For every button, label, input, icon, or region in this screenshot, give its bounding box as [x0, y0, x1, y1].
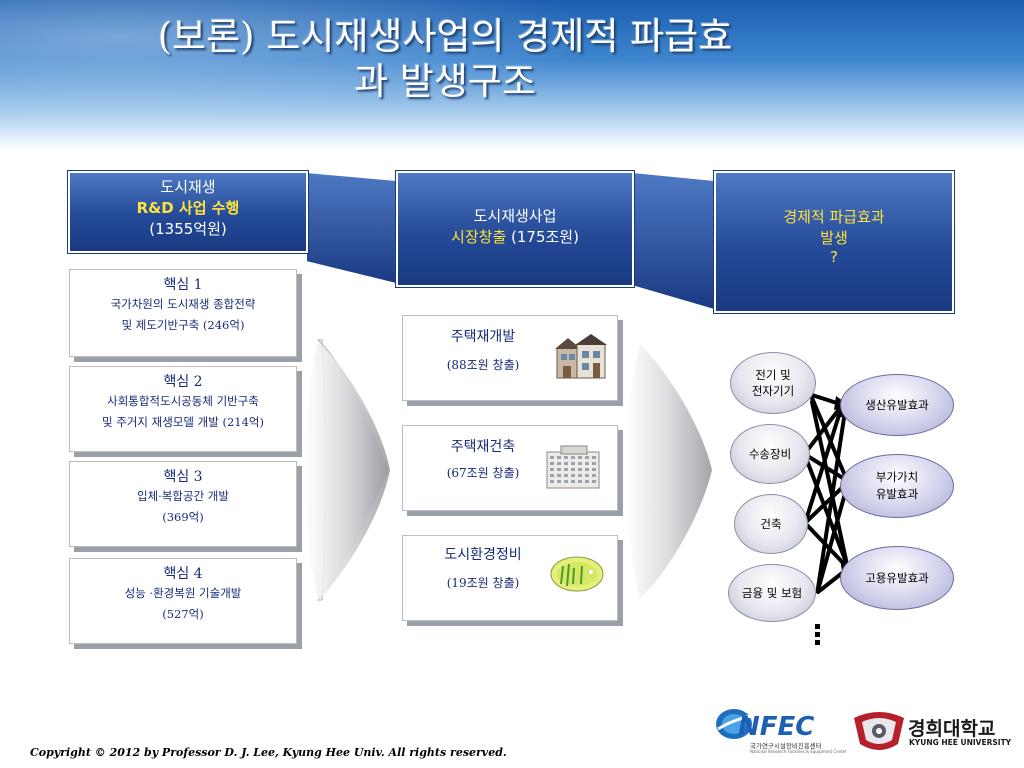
core-title: 핵심 2	[163, 374, 203, 390]
core-box-2: 핵심 2 사회통합적도시공동체 기반구축 및 주거지 재생모델 개발 (214억…	[69, 366, 297, 452]
rnd-box-line1: 도시재생	[160, 178, 216, 196]
core-title: 핵심 4	[163, 566, 203, 582]
page-title: (보론) 도시재생사업의 경제적 파급효 과 발생구조	[20, 14, 870, 104]
core-desc-line2: (527억)	[162, 607, 204, 621]
industry-construction: 건축	[734, 494, 808, 554]
industry-label-line1: 전기 및	[755, 368, 791, 382]
effect-box: 경제적 파급효과 발생 ?	[714, 171, 954, 313]
market-item-title: 주택재개발	[450, 329, 516, 345]
core-desc-line1: 성능 ·환경복원 기술개발	[124, 586, 242, 600]
nfec-logo-text: NFEC	[738, 712, 814, 741]
apartment-icon	[546, 445, 600, 489]
industry-label-line2: 전자기기	[751, 384, 795, 398]
market-item-value: (67조원 창출)	[446, 466, 520, 480]
nfec-logo-subtitle-en: National Research Facilities & Equipment…	[750, 749, 847, 754]
page-title-line1: (보론) 도시재생사업의 경제적 파급효	[157, 15, 733, 58]
copyright-text: Copyright © 2012 by Professor D. J. Lee,…	[30, 746, 507, 759]
market-box-value: (175조원)	[506, 228, 579, 246]
more-indicator-icon	[815, 624, 820, 648]
green-park-icon	[550, 556, 604, 592]
market-box-line1: 도시재생사업	[473, 207, 557, 225]
effect-label-line2: 유발효과	[875, 487, 919, 501]
market-item-value: (19조원 창출)	[446, 576, 520, 590]
market-item-3: 도시환경정비 (19조원 창출)	[402, 535, 618, 621]
industry-transport: 수송장비	[730, 424, 810, 484]
effect-box-line1: 경제적 파급효과	[783, 208, 885, 226]
core-title: 핵심 3	[163, 469, 203, 485]
khu-emblem-icon	[854, 712, 904, 750]
band-connector-1	[305, 170, 397, 286]
funnel-right-body	[626, 345, 712, 598]
funnel-left-body	[304, 342, 390, 600]
nfec-logo: NFEC 국가연구시설장비진흥센터 National Research Faci…	[714, 707, 847, 757]
effect-label-line1: 생산유발효과	[865, 397, 929, 412]
industry-label-line1: 수송장비	[748, 447, 792, 461]
core-box-1: 핵심 1 국가차원의 도시재생 종합전략 및 제도기반구축 (246억)	[69, 269, 297, 357]
industry-label-line1: 건축	[760, 517, 782, 531]
rnd-box: 도시재생 R&D 사업 수행 (1355억원)	[68, 171, 308, 253]
market-item-value: (88조원 창출)	[446, 358, 520, 372]
core-desc-line2: 및 제도기반구축 (246억)	[121, 318, 245, 332]
market-item-1: 주택재개발 (88조원 창출)	[402, 315, 618, 401]
effect-employment: 고용유발효과	[840, 546, 954, 610]
market-box: 도시재생사업 시장창출 (175조원)	[396, 171, 634, 287]
core-desc-line1: 입체·복합공간 개발	[137, 489, 229, 503]
market-item-title: 주택재건축	[450, 439, 516, 455]
market-box-line2: 시장창출 (175조원)	[398, 226, 632, 247]
effect-box-line3: ?	[830, 248, 838, 266]
nfec-logo-icon: NFEC	[716, 709, 814, 741]
market-item-title: 도시환경정비	[444, 547, 522, 563]
core-desc-line2: (369억)	[162, 510, 204, 524]
houses-icon	[555, 334, 607, 379]
cross-arrows	[804, 393, 848, 594]
core-desc-line1: 국가차원의 도시재생 종합전략	[110, 297, 256, 311]
core-desc-line1: 사회통합적도시공동체 기반구축	[107, 394, 259, 408]
rnd-box-line2: R&D 사업 수행	[136, 199, 240, 217]
rnd-box-line3: (1355억원)	[149, 220, 227, 238]
effect-production: 생산유발효과	[840, 374, 954, 436]
khu-logo-name: 경희대학교	[908, 718, 996, 740]
core-box-3: 핵심 3 입체·복합공간 개발 (369억)	[69, 461, 297, 547]
industry-finance: 금융 및 보험	[728, 564, 816, 622]
industry-label-line1: 금융 및 보험	[741, 586, 803, 600]
effect-box-line2: 발생	[820, 229, 848, 247]
effect-label-line1: 부가가치	[875, 470, 919, 484]
band-connector-2	[631, 170, 715, 312]
khu-logo: 경희대학교 KYUNG HEE UNIVERSITY	[852, 710, 1012, 754]
core-title: 핵심 1	[163, 277, 203, 293]
header-background	[0, 0, 1024, 150]
nfec-logo-subtitle: 국가연구시설장비진흥센터	[750, 742, 822, 750]
market-item-2: 주택재건축 (67조원 창출)	[402, 425, 618, 511]
khu-logo-name-en: KYUNG HEE UNIVERSITY	[909, 738, 1012, 747]
core-desc-line2: 및 주거지 재생모델 개발 (214억)	[102, 415, 264, 429]
core-box-4: 핵심 4 성능 ·환경복원 기술개발 (527억)	[69, 558, 297, 644]
effect-label-line1: 고용유발효과	[865, 570, 929, 585]
page-title-line2: 과 발생구조	[354, 60, 536, 103]
header-glow	[0, 0, 600, 120]
market-box-highlight: 시장창출	[451, 228, 507, 246]
